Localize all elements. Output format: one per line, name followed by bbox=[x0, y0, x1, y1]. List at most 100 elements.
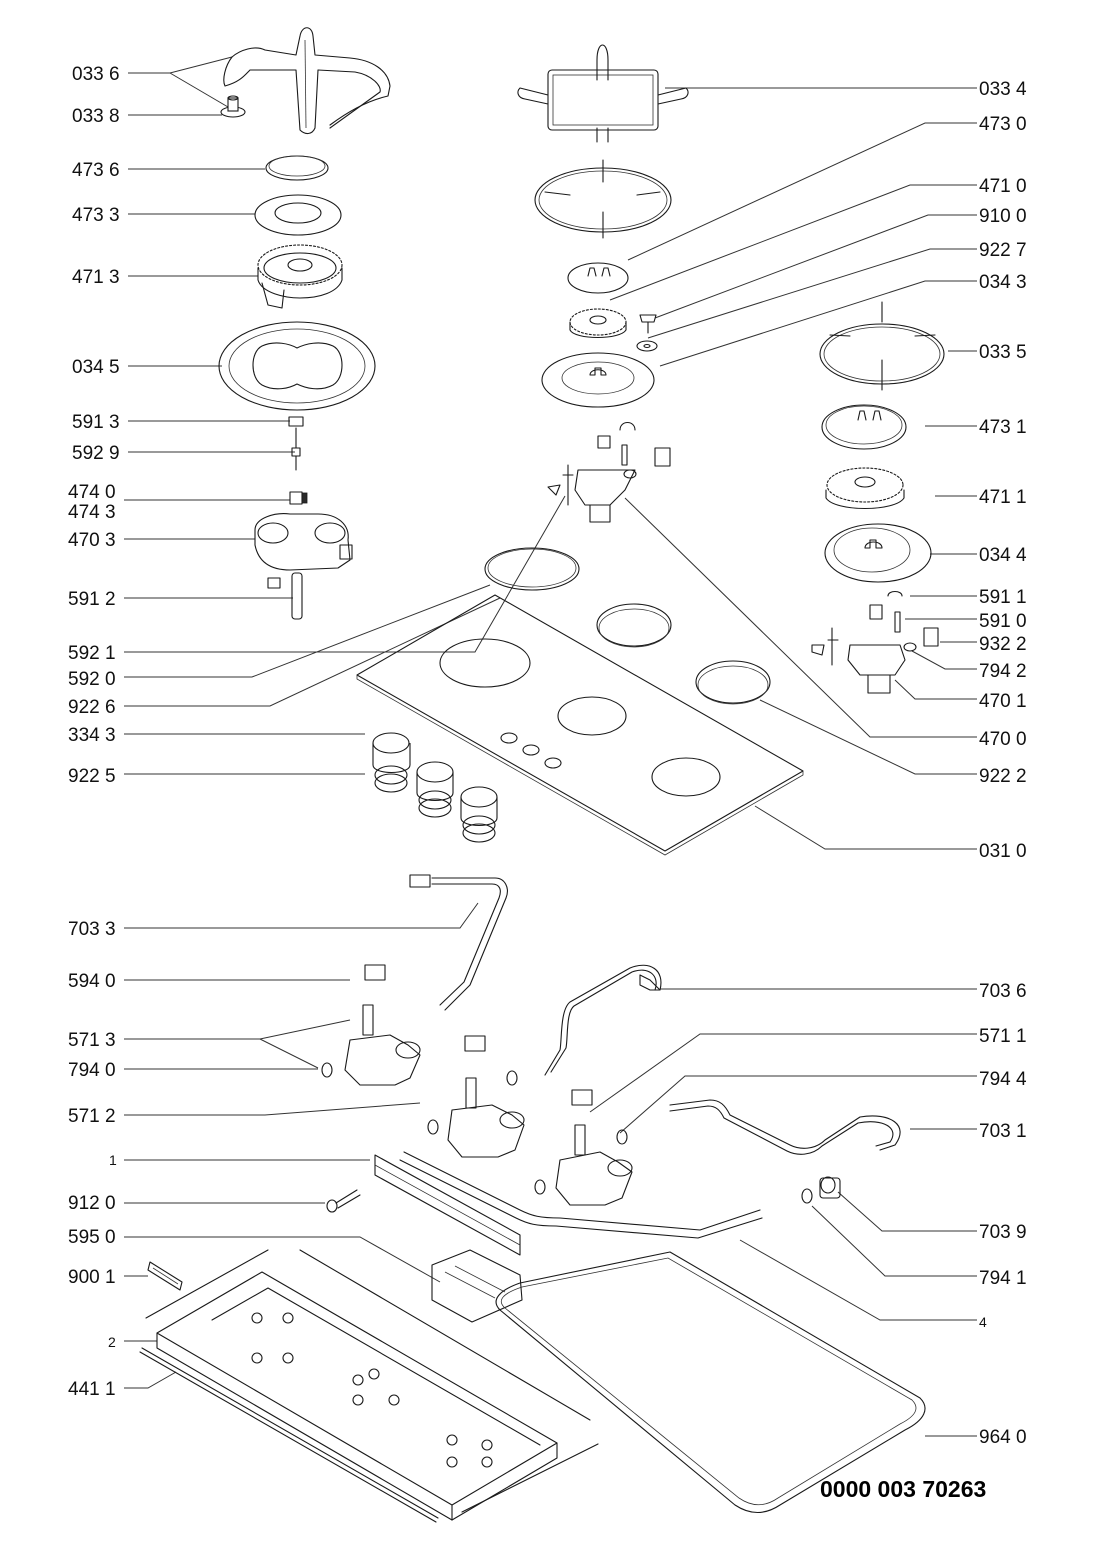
callout-4730[interactable]: 473 0 bbox=[979, 114, 1027, 135]
callout-5910[interactable]: 591 0 bbox=[979, 611, 1027, 632]
callout-4731[interactable]: 473 1 bbox=[979, 417, 1027, 438]
callout-9640[interactable]: 964 0 bbox=[979, 1427, 1027, 1448]
callout-0345[interactable]: 034 5 bbox=[72, 357, 120, 378]
callout-5921[interactable]: 592 1 bbox=[68, 643, 116, 664]
callout-0338[interactable]: 033 8 bbox=[72, 106, 120, 127]
part-burner-body-small bbox=[547, 421, 671, 523]
callout-3343[interactable]: 334 3 bbox=[68, 725, 116, 746]
part-burner-cap-ring bbox=[254, 194, 342, 236]
part-side-strips bbox=[139, 1249, 599, 1523]
callout-4740[interactable]: 474 0 bbox=[68, 482, 116, 503]
callout-7033[interactable]: 703 3 bbox=[68, 919, 116, 940]
callout-7941[interactable]: 794 1 bbox=[979, 1268, 1027, 1289]
callout-4713[interactable]: 471 3 bbox=[72, 267, 120, 288]
callout-0335[interactable]: 033 5 bbox=[979, 342, 1027, 363]
part-base-tray bbox=[156, 1271, 558, 1521]
right-callouts: 033 4 473 0 471 0 910 0 922 7 034 3 033 … bbox=[979, 79, 1027, 1448]
part-burner-cap-small bbox=[567, 262, 629, 294]
callout-0343[interactable]: 034 3 bbox=[979, 272, 1027, 293]
document-code: 0000 003 70263 bbox=[820, 1476, 986, 1502]
part-pan-support-small bbox=[517, 44, 689, 143]
callout-7036[interactable]: 703 6 bbox=[979, 981, 1027, 1002]
callout-7940[interactable]: 794 0 bbox=[68, 1060, 116, 1081]
part-pan-support-medium bbox=[534, 159, 672, 239]
part-burner-cap-inner bbox=[265, 155, 329, 181]
bezels bbox=[374, 765, 496, 843]
part-burner-head-medium bbox=[825, 467, 905, 510]
callout-9226[interactable]: 922 6 bbox=[68, 697, 116, 718]
callout-0336[interactable]: 033 6 bbox=[72, 64, 120, 85]
part-burner-body-wok bbox=[254, 513, 353, 571]
left-callouts: 033 6 033 8 473 6 473 3 471 3 034 5 591 … bbox=[68, 64, 120, 1400]
part-pan-support-round bbox=[819, 301, 945, 391]
callout-9001[interactable]: 900 1 bbox=[68, 1267, 116, 1288]
callout-5950[interactable]: 595 0 bbox=[68, 1227, 116, 1248]
gas-tap-c bbox=[555, 1089, 633, 1206]
gas-tap-b bbox=[447, 1035, 525, 1158]
callout-5912[interactable]: 591 2 bbox=[68, 589, 116, 610]
part-thermocouple-wok bbox=[288, 416, 304, 471]
leader-lines bbox=[124, 56, 977, 1437]
part-control-knobs bbox=[372, 732, 498, 843]
part-burner-cap-medium bbox=[821, 404, 907, 450]
callout-0344[interactable]: 034 4 bbox=[979, 545, 1027, 566]
callout-7944[interactable]: 794 4 bbox=[979, 1069, 1027, 1090]
callout-7039[interactable]: 703 9 bbox=[979, 1222, 1027, 1243]
callout-4703[interactable]: 470 3 bbox=[68, 530, 116, 551]
callout-4[interactable]: 4 bbox=[979, 1314, 987, 1330]
part-washer bbox=[636, 340, 658, 352]
callout-5713[interactable]: 571 3 bbox=[68, 1030, 116, 1051]
callout-4711[interactable]: 471 1 bbox=[979, 487, 1027, 508]
part-seal-large bbox=[484, 547, 580, 591]
callout-5929[interactable]: 592 9 bbox=[72, 443, 120, 464]
callout-4736[interactable]: 473 6 bbox=[72, 160, 120, 181]
part-burner-seals bbox=[596, 603, 771, 705]
part-perimeter-gasket bbox=[495, 1251, 926, 1514]
part-injector bbox=[289, 491, 308, 505]
callout-5920[interactable]: 592 0 bbox=[68, 669, 116, 690]
callout-0334[interactable]: 033 4 bbox=[979, 79, 1027, 100]
part-rubber-foot bbox=[220, 95, 246, 118]
callout-4733[interactable]: 473 3 bbox=[72, 205, 120, 226]
part-gas-taps bbox=[321, 964, 813, 1206]
callout-7942[interactable]: 794 2 bbox=[979, 661, 1027, 682]
part-drip-pan-large bbox=[218, 321, 376, 411]
callout-7031[interactable]: 703 1 bbox=[979, 1121, 1027, 1142]
part-pan-support-large bbox=[223, 27, 391, 135]
part-fixing-bracket bbox=[147, 1261, 183, 1291]
knob-2 bbox=[416, 761, 454, 802]
callout-4710[interactable]: 471 0 bbox=[979, 176, 1027, 197]
callout-9100[interactable]: 910 0 bbox=[979, 206, 1027, 227]
callout-5913[interactable]: 591 3 bbox=[72, 412, 120, 433]
callout-2[interactable]: 2 bbox=[108, 1334, 116, 1350]
part-burner-body-medium bbox=[811, 590, 939, 694]
callout-5940[interactable]: 594 0 bbox=[68, 971, 116, 992]
callout-9120[interactable]: 912 0 bbox=[68, 1193, 116, 1214]
part-elbow-connector bbox=[819, 1176, 841, 1199]
knob-3 bbox=[460, 786, 498, 827]
part-screw-small bbox=[639, 314, 657, 334]
part-drip-pan-small bbox=[824, 523, 932, 583]
callout-4701[interactable]: 470 1 bbox=[979, 691, 1027, 712]
part-burner-head-wok bbox=[257, 244, 343, 309]
part-cooktop-plate bbox=[356, 594, 804, 856]
callout-0310[interactable]: 031 0 bbox=[979, 841, 1027, 862]
callout-9322[interactable]: 932 2 bbox=[979, 634, 1027, 655]
callout-1[interactable]: 1 bbox=[109, 1152, 117, 1168]
callout-5711[interactable]: 571 1 bbox=[979, 1026, 1027, 1047]
callout-9225[interactable]: 922 5 bbox=[68, 766, 116, 787]
part-ignition-plug bbox=[267, 572, 303, 620]
callout-5911[interactable]: 591 1 bbox=[979, 587, 1027, 608]
callout-5712[interactable]: 571 2 bbox=[68, 1106, 116, 1127]
part-drip-pan-medium bbox=[541, 352, 655, 408]
part-manifold-bracket bbox=[374, 1154, 521, 1256]
callout-4743[interactable]: 474 3 bbox=[68, 502, 116, 523]
part-ignition-module bbox=[431, 1249, 523, 1323]
knob-1 bbox=[372, 732, 411, 774]
callout-9222[interactable]: 922 2 bbox=[979, 766, 1027, 787]
callout-4411[interactable]: 441 1 bbox=[68, 1379, 116, 1400]
part-burner-head-small bbox=[569, 308, 627, 338]
callout-4700[interactable]: 470 0 bbox=[979, 729, 1027, 750]
callout-9227[interactable]: 922 7 bbox=[979, 240, 1027, 261]
